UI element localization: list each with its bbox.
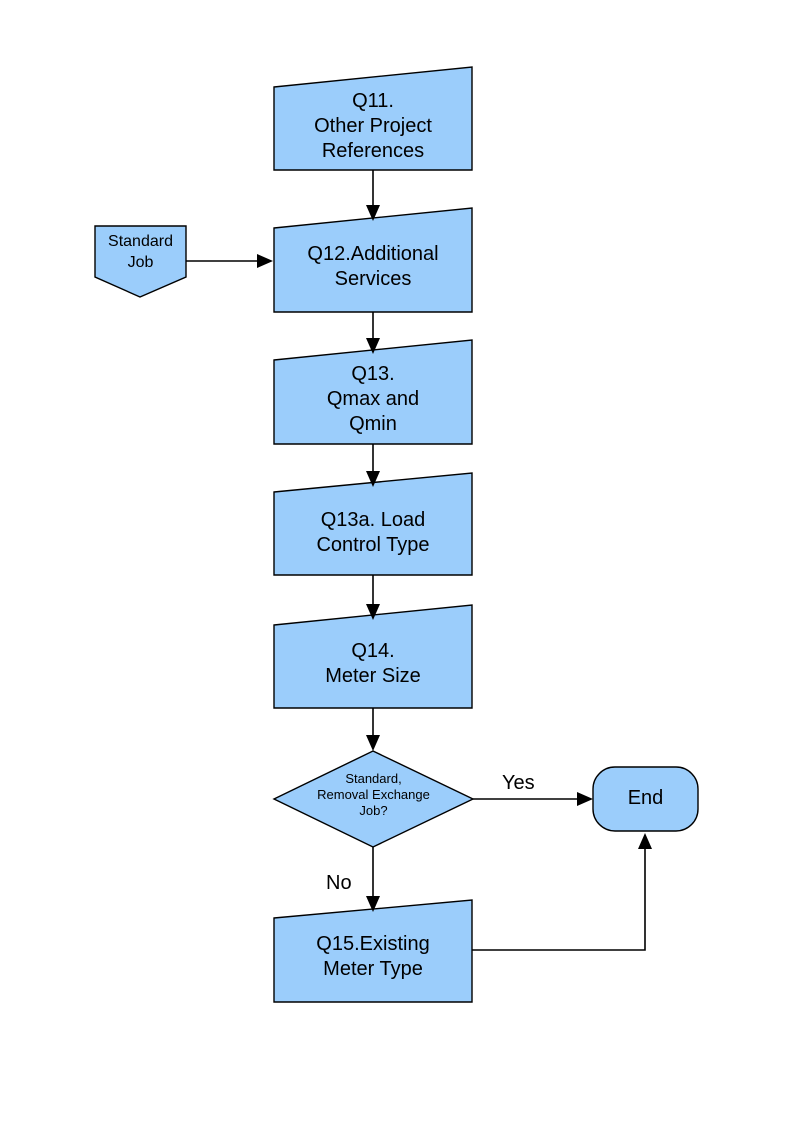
edge-q13a-to-q14 — [366, 575, 380, 620]
node-decision-shape[interactable] — [272, 750, 475, 848]
node-standard-job-shape[interactable] — [94, 225, 187, 298]
node-q12-shape[interactable] — [273, 207, 473, 313]
node-q14-shape[interactable] — [273, 604, 473, 709]
node-end-shape[interactable] — [592, 766, 699, 832]
edge-standard-job-to-q12 — [186, 254, 273, 268]
node-q11-shape[interactable] — [273, 66, 473, 171]
node-q13a-shape[interactable] — [273, 472, 473, 576]
edge-decision-to-q15 — [366, 847, 380, 912]
node-q13-shape[interactable] — [273, 339, 473, 445]
edge-label-no: No — [326, 872, 352, 894]
edge-q13-to-q13a — [366, 444, 380, 487]
node-q15-shape[interactable] — [273, 899, 473, 1003]
edge-q11-to-q12 — [366, 170, 380, 221]
edge-label-yes: Yes — [502, 772, 535, 794]
edge-q15-to-end — [472, 833, 652, 951]
edge-q12-to-q13 — [366, 312, 380, 354]
edge-q14-to-decision — [366, 708, 380, 751]
edge-decision-to-end — [473, 792, 593, 806]
